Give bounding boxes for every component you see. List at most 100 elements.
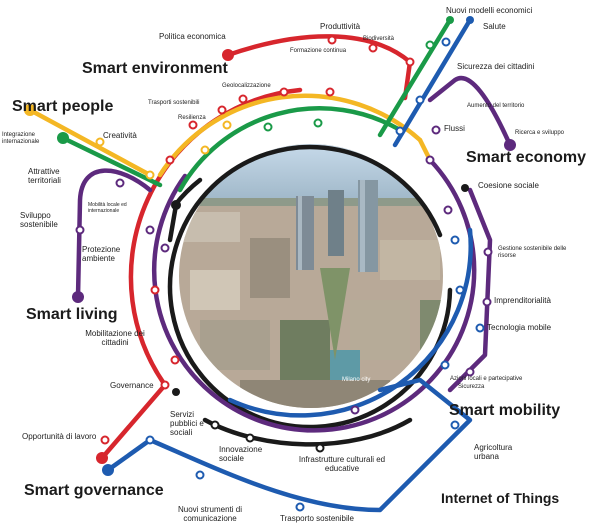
label-nuovi-modelli: Nuovi modelli economici (446, 6, 533, 15)
ring-yellow (157, 93, 423, 178)
label-flussi: Flussi (444, 124, 465, 133)
label-protezione-ambiente: Protezione ambiente (82, 245, 121, 264)
station (217, 105, 227, 115)
label-integrazione-internazionale: Integrazione internazionale (2, 132, 40, 145)
station (150, 285, 160, 295)
label-sicurezza: Sicurezza (458, 384, 485, 390)
line-blue-bottom (105, 377, 473, 513)
station (295, 502, 305, 512)
label-ricerca-sviluppo: Ricerca e sviluppo (515, 130, 565, 136)
station (145, 225, 155, 235)
station (160, 243, 170, 253)
station (75, 225, 85, 235)
line-red-top (225, 34, 413, 101)
station (115, 178, 125, 188)
station (395, 126, 405, 136)
label-mobilita-locale: Mobilità locale ed internazionale (88, 202, 127, 214)
station (315, 443, 325, 453)
station (145, 435, 155, 445)
station (200, 145, 210, 155)
station (440, 360, 450, 370)
station (465, 367, 475, 377)
label-gestione-risorse: Gestione sostenibile delle risorse (498, 246, 567, 259)
label-coesione-sociale: Coesione sociale (478, 181, 539, 190)
station (483, 247, 493, 257)
station (350, 405, 360, 415)
heading-internet-of-things: Internet of Things (441, 490, 560, 506)
station (415, 95, 425, 105)
station (222, 120, 232, 130)
label-milano-city: Milano city (342, 377, 371, 383)
label-politica-economica: Politica economica (159, 32, 226, 41)
line-purple-left (75, 168, 153, 300)
station (100, 435, 110, 445)
station (245, 433, 255, 443)
station (482, 297, 492, 307)
label-creativita: Creatività (103, 131, 137, 140)
label-trasporto-sostenibile: Trasporto sostenibile (280, 514, 354, 523)
label-biodiversita: Biodiversità (363, 36, 395, 42)
station (238, 94, 248, 104)
station (405, 57, 415, 67)
label-aumento-territorio: Aumento del territorio (467, 103, 525, 109)
label-formazione-continua: Formazione continua (290, 48, 347, 54)
station (441, 37, 451, 47)
station (170, 355, 180, 365)
ring-green (177, 106, 403, 193)
label-nuovi-strumenti: Nuovi strumenti di comunicazione (177, 505, 243, 524)
heading-smart-governance: Smart governance (24, 482, 164, 499)
station (368, 43, 378, 53)
label-tecnologia-mobile: Tecnologia mobile (487, 323, 552, 332)
station (160, 380, 170, 390)
label-imprenditorialita: Imprenditorialità (494, 296, 551, 305)
station (425, 155, 435, 165)
line-green-top (377, 17, 453, 138)
station (327, 35, 337, 45)
terminal-black (171, 200, 181, 210)
terminal-blue-top (466, 16, 474, 24)
station (279, 87, 289, 97)
label-servizi-pubblici: Servizi pubblici e sociali (170, 410, 204, 438)
heading-smart-economy: Smart economy (466, 149, 587, 166)
station (475, 323, 485, 333)
heading-smart-living: Smart living (26, 306, 118, 323)
label-salute: Salute (483, 22, 506, 31)
label-opportunita-lavoro: Opportunità di lavoro (22, 432, 97, 441)
heading-smart-mobility: Smart mobility (449, 402, 561, 419)
label-produttivita: Produttività (320, 22, 361, 31)
terminal-yellow (24, 104, 36, 116)
ring-purple (151, 157, 477, 433)
label-geolocalizzazione: Geolocalizzazione (222, 83, 271, 89)
heading-smart-people: Smart people (12, 98, 114, 115)
station (313, 118, 323, 128)
label-resilienza: Resilienza (178, 115, 206, 121)
terminal-blue-bottom (102, 464, 114, 476)
label-trasporti-sostenibili: Trasporti sostenibili (148, 100, 200, 106)
terminal-green-top (446, 16, 454, 24)
terminal-red-bottom (96, 452, 108, 464)
line-purple-right (427, 75, 513, 148)
station (210, 420, 220, 430)
station (425, 40, 435, 50)
line-black-bottom (202, 417, 413, 447)
station (455, 285, 465, 295)
label-innovazione-sociale: Innovazione sociale (219, 445, 263, 464)
hub-black (461, 184, 469, 192)
station (325, 87, 335, 97)
station (263, 122, 273, 132)
station (450, 420, 460, 430)
line-yellow-left (27, 107, 153, 178)
station (195, 470, 205, 480)
label-mobilitazione-cittadini: Mobilitazione dei cittadini (85, 329, 145, 348)
label-infrastrutture-culturali: Infrastrutture culturali ed educative (298, 455, 386, 474)
heading-smart-environment: Smart environment (82, 60, 228, 77)
line-black-left (167, 202, 179, 243)
station (145, 170, 155, 180)
ring-black (167, 144, 453, 430)
label-sviluppo-sostenibile: Sviluppo sostenibile (20, 211, 58, 230)
station (443, 205, 453, 215)
terminal-purple-right (504, 139, 516, 151)
station (188, 120, 198, 130)
label-sicurezza-cittadini: Sicurezza dei cittadini (457, 62, 535, 71)
